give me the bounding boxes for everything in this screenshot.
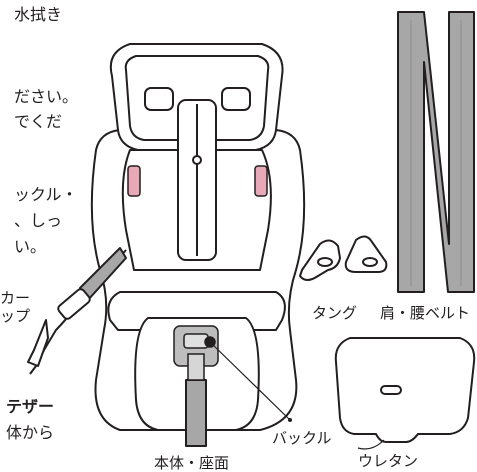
tongue-label: タング — [312, 304, 358, 322]
top-tether-illustration — [27, 247, 127, 375]
body-seat-label: 本体・座面 — [154, 454, 230, 472]
instruction-text-line9: テザー — [6, 397, 55, 416]
tongue-illustration — [299, 235, 388, 281]
instruction-text-line4: ックル・ — [14, 185, 78, 204]
buckle-illustration — [173, 325, 219, 381]
instruction-text-line5: 、しっ — [14, 211, 63, 230]
seat-body-illustration — [90, 43, 306, 447]
urethane-label: ウレタン — [358, 452, 419, 470]
urethane-illustration — [334, 337, 476, 443]
instruction-text-line10: 体から — [6, 423, 55, 442]
instruction-text-line1: 水拭き — [14, 5, 63, 24]
top-tether-label-line1: カー — [0, 289, 31, 307]
instruction-text-line6: い。 — [14, 237, 47, 256]
shoulder-lap-belt-label: 肩・腰ベルト — [380, 304, 471, 322]
instruction-text-line3: でくだ — [14, 112, 63, 131]
shoulder-pad-illustration — [127, 165, 268, 197]
shoulder-lap-belt-illustration — [397, 11, 475, 293]
top-tether-label-line2: ップ — [0, 307, 31, 325]
buckle-label: バックル — [272, 429, 332, 447]
instruction-text-line2: ださい。 — [14, 87, 79, 106]
